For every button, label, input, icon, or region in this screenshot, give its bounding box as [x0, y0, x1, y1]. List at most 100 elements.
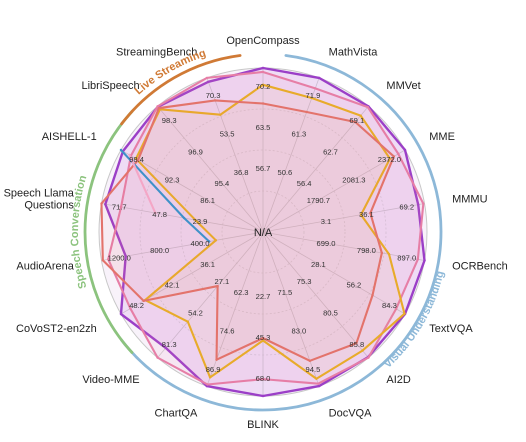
- series-2-point-1: [261, 70, 265, 74]
- series-2-point-2: [314, 87, 317, 90]
- tick-mmmu-1: 69.2: [399, 203, 414, 212]
- series-2-point-6: [416, 258, 420, 261]
- tick-librispeech-1: 98.3: [162, 116, 177, 125]
- tick-aishell-1-1: 98.4: [129, 155, 144, 164]
- category-mmvet: MMVet: [386, 80, 420, 92]
- category-mme: MME: [429, 131, 455, 143]
- category-audioarena: AudioArena: [16, 260, 74, 272]
- series-4-point-12: [216, 284, 219, 288]
- series-2-point-5: [422, 202, 425, 205]
- series-4-point-10: [261, 336, 265, 340]
- tick-streamingbench-2: 53.5: [220, 129, 235, 138]
- tick-speech-llama-questions-1: 71.7: [112, 203, 127, 212]
- series-1-point-5: [417, 203, 420, 206]
- tick-blink-3: 22.7: [256, 292, 271, 301]
- category-streamingbench: StreamingBench: [116, 47, 197, 59]
- category-mmmu: MMMU: [452, 194, 487, 206]
- series-6-polyline: [128, 153, 157, 215]
- series-4-point-1: [261, 102, 265, 105]
- series-4-point-13: [142, 299, 145, 303]
- series-1-point-9: [317, 384, 321, 388]
- series-1-point-12: [164, 346, 167, 350]
- group-rings-layer: [83, 54, 443, 412]
- series-5-point-3: [119, 148, 123, 152]
- tick-covost2-en2zh-2: 42.1: [165, 280, 180, 289]
- series-4-point-14: [101, 259, 105, 262]
- series-2-point-13: [129, 307, 132, 310]
- series-2-point-8: [367, 356, 370, 359]
- series-6-point-1: [154, 211, 157, 215]
- axis-spoke-mme: [262, 149, 406, 233]
- series-3-point-12: [186, 320, 189, 323]
- series-1-point-18: [207, 80, 210, 84]
- series-2-point-9: [317, 382, 320, 385]
- category-ai2d: AI2D: [386, 374, 411, 386]
- category-textvqa: TextVQA: [429, 323, 473, 335]
- series-2-point-12: [156, 356, 159, 359]
- series-2-point-14: [107, 258, 110, 261]
- tick-mathvista-3: 50.6: [277, 168, 292, 177]
- series-2-point-3: [366, 105, 370, 109]
- series-1-point-6: [423, 259, 426, 262]
- axis-spoke-streamingbench: [206, 77, 264, 233]
- tick-chartqa-2: 74.6: [220, 327, 235, 336]
- live-streaming-group-arc: [120, 54, 242, 126]
- tick-mme-3: 1790.7: [307, 196, 330, 205]
- series-3-point-8: [361, 349, 364, 352]
- tick-chartqa-3: 62.3: [234, 288, 249, 297]
- tick-chartqa-1: 86.9: [206, 365, 221, 374]
- tick-librispeech-2: 96.9: [188, 148, 203, 157]
- tick-audioarena-3: 400.0: [191, 239, 210, 248]
- tick-textvqa-1: 84.3: [382, 301, 397, 310]
- axis-spoke-mmmu: [262, 203, 425, 233]
- series-4-point-2: [305, 110, 308, 114]
- speech-conversation-group-arc: [83, 110, 134, 354]
- tick-aishell-1-2: 92.3: [165, 176, 180, 185]
- tick-ocrbench-2: 798.0: [357, 246, 376, 255]
- category-labels-layer: OpenCompassMathVistaMMVetMMEMMMUOCRBench…: [4, 35, 508, 431]
- tick-opencompass-2: 63.5: [256, 123, 271, 132]
- series-5-point-1: [207, 240, 211, 243]
- tick-audioarena-2: 800.0: [150, 246, 169, 255]
- tick-mmmu-2: 36.1: [359, 210, 374, 219]
- axis-spoke-video-mme: [157, 231, 264, 358]
- series-3-point-2: [310, 96, 313, 100]
- axis-spoke-textvqa: [262, 231, 406, 315]
- series-2-point-15: [119, 205, 123, 209]
- tick-blink-2: 45.3: [256, 333, 271, 342]
- series-1-point-13: [119, 312, 123, 316]
- series-2-point-7: [394, 307, 398, 311]
- tick-mathvista-1: 71.9: [306, 91, 321, 100]
- tick-covost2-en2zh-3: 36.1: [200, 260, 215, 269]
- axis-spoke-aishell-1: [120, 149, 264, 233]
- tick-mmvet-1: 69.1: [349, 116, 364, 125]
- tick-docvqa-1: 94.5: [306, 365, 321, 374]
- tick-mmmu-3: 3.1: [321, 217, 332, 226]
- tick-mmvet-3: 56.4: [297, 179, 312, 188]
- tick-opencompass-1: 70.2: [256, 82, 271, 91]
- tick-mathvista-2: 61.3: [292, 129, 307, 138]
- category-mathvista: MathVista: [329, 47, 379, 59]
- tick-opencompass-3: 56.7: [256, 164, 271, 173]
- tick-docvqa-3: 71.5: [277, 288, 292, 297]
- series-6-point-2: [128, 153, 131, 157]
- tick-blink-1: 68.0: [256, 374, 271, 383]
- series-1-point-4: [403, 148, 407, 152]
- category-covost2-en2zh: CoVoST2-en2zh: [16, 323, 97, 335]
- series-3-point-7: [403, 312, 406, 315]
- tick-ai2d-3: 75.3: [297, 277, 312, 286]
- tick-speech-llama-questions-2: 47.8: [152, 210, 167, 219]
- tick-mme-1: 2372.0: [378, 155, 401, 164]
- series-3-point-6: [387, 253, 391, 256]
- series-layer: [100, 66, 426, 398]
- series-4-point-4: [392, 155, 396, 158]
- category-opencompass: OpenCompass: [226, 35, 300, 47]
- series-2-point-11: [206, 383, 209, 386]
- series-4-point-6: [380, 251, 384, 255]
- tick-textvqa-2: 56.2: [347, 280, 362, 289]
- series-3-point-10: [261, 339, 265, 342]
- series-1-point-2: [317, 76, 321, 80]
- tick-video-mme-2: 54.2: [188, 308, 203, 317]
